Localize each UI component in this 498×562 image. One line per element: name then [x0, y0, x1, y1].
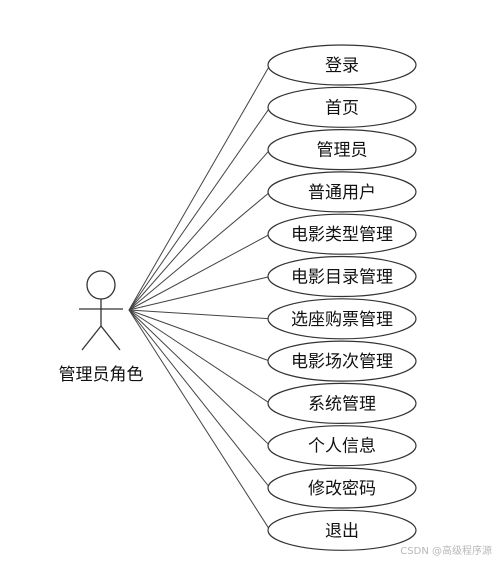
use-case-ellipse [267, 44, 417, 86]
use-case: 电影场次管理 [267, 340, 417, 382]
use-case-label: 电影类型管理 [291, 225, 393, 245]
use-case-label: 个人信息 [308, 437, 376, 457]
use-case-ellipse [267, 509, 417, 551]
association-line [128, 233, 271, 311]
association-line [128, 309, 271, 362]
use-case: 登录 [267, 44, 417, 86]
association-line [128, 309, 271, 320]
use-case: 电影类型管理 [267, 213, 417, 255]
use-case-label: 修改密码 [308, 479, 376, 499]
use-case-label: 管理员 [317, 141, 368, 161]
actor-label: 管理员角色 [59, 365, 144, 385]
use-case: 系统管理 [267, 382, 417, 424]
use-case-ellipse [267, 213, 417, 255]
watermark: CSDN @高级程序源 [400, 544, 492, 557]
use-case-ellipse [267, 298, 417, 340]
actor-right-leg [100, 325, 121, 351]
use-case: 选座购票管理 [267, 298, 417, 340]
association-line [128, 191, 271, 311]
association-lines [128, 64, 271, 531]
use-case-ellipse [267, 129, 417, 171]
association-line [128, 107, 271, 311]
use-case: 电影目录管理 [267, 255, 417, 298]
use-case-ellipse [267, 425, 417, 467]
use-case: 普通用户 [267, 171, 417, 213]
actor: 管理员角色 [59, 270, 144, 385]
association-line [128, 276, 271, 311]
use-cases: 登录首页管理员普通用户电影类型管理电影目录管理选座购票管理电影场次管理系统管理个… [267, 44, 417, 551]
use-case-ellipse [267, 171, 417, 213]
association-line [128, 309, 271, 447]
use-case-label: 普通用户 [308, 183, 376, 203]
use-case: 修改密码 [267, 467, 417, 509]
actor-left-leg [81, 325, 102, 351]
association-line [128, 64, 271, 311]
use-case-label: 首页 [325, 98, 359, 118]
association-line [128, 309, 271, 489]
use-case-ellipse [267, 86, 417, 128]
use-case-label: 选座购票管理 [291, 310, 393, 330]
use-case: 个人信息 [267, 425, 417, 467]
use-case-label: 电影目录管理 [291, 268, 393, 288]
use-case-ellipse [267, 467, 417, 509]
use-case: 首页 [267, 86, 417, 128]
use-case-label: 系统管理 [308, 394, 376, 414]
use-case-ellipse [267, 382, 417, 424]
use-case: 退出 [267, 509, 417, 551]
association-line [128, 309, 271, 531]
use-case-label: 电影场次管理 [291, 352, 393, 372]
association-line [128, 309, 271, 404]
association-line [128, 149, 271, 311]
actor-head [86, 270, 116, 300]
use-case: 管理员 [267, 129, 417, 171]
use-case-label: 退出 [325, 521, 359, 541]
use-case-ellipse [267, 255, 417, 298]
use-case-ellipse [267, 340, 417, 382]
use-case-label: 登录 [325, 56, 359, 76]
